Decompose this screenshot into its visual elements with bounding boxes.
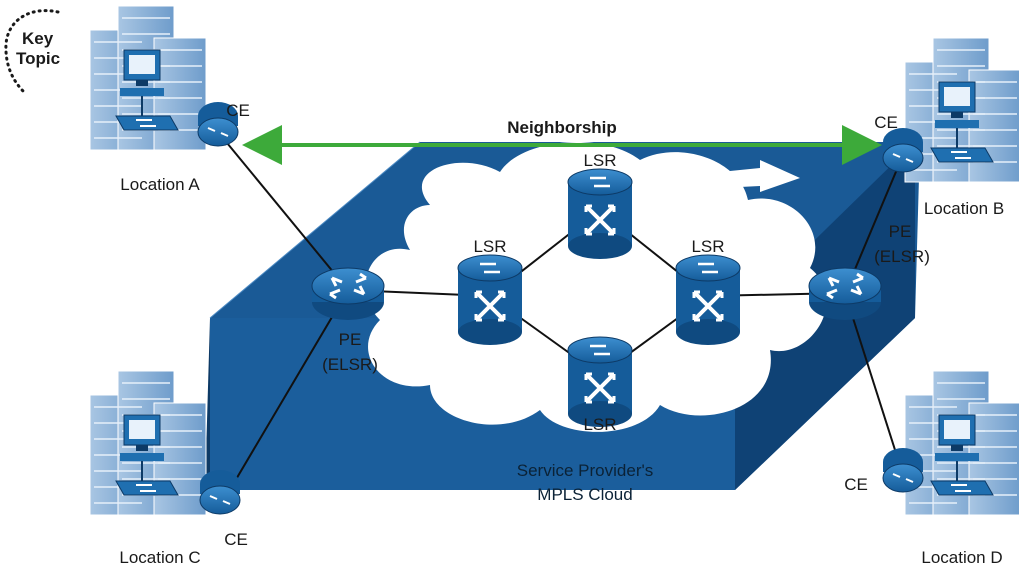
key-topic-badge: Key Topic	[4, 9, 60, 94]
key-topic-line2: Topic	[16, 49, 60, 68]
ce-router-b-icon	[882, 127, 924, 173]
lsr-right-label: LSR	[691, 237, 724, 256]
location-d-label: Location D	[921, 548, 1002, 567]
location-a-building-icon	[89, 5, 207, 151]
lsr-left-label: LSR	[473, 237, 506, 256]
link-pe-left-ce-c	[224, 289, 349, 499]
location-c-label: Location C	[119, 548, 200, 567]
location-d-building-icon	[904, 370, 1019, 516]
location-b-label: Location B	[924, 199, 1004, 218]
lsr-left-icon	[456, 253, 524, 347]
lsr-bottom-label: LSR	[583, 415, 616, 434]
pe-left-line1: PE	[339, 330, 362, 349]
pe-right-line2: (ELSR)	[874, 247, 930, 266]
location-a-label: Location A	[120, 175, 200, 194]
ce-c-label: CE	[224, 530, 248, 549]
location-c-building-icon	[89, 370, 207, 516]
lsr-right-icon	[674, 253, 742, 347]
link-pe-right-ce-d	[844, 292, 904, 476]
pe-left-line2: (ELSR)	[322, 355, 378, 374]
traffic-arrow-icon	[680, 160, 800, 192]
key-topic-line1: Key	[22, 29, 54, 48]
pe-router-left-icon	[310, 266, 386, 322]
cloud-label-line2: MPLS Cloud	[537, 485, 632, 504]
ce-d-label: CE	[844, 475, 868, 494]
lsr-bottom-icon	[566, 335, 634, 429]
lsr-top-label: LSR	[583, 151, 616, 170]
ce-router-c-icon	[199, 469, 241, 515]
pe-right-line1: PE	[889, 222, 912, 241]
ce-a-label: CE	[226, 101, 250, 120]
key-topic-dotted-arc-icon	[4, 9, 60, 94]
ce-router-d-icon	[882, 447, 924, 493]
cloud-label-line1: Service Provider's	[517, 461, 653, 480]
lsr-top-icon	[566, 167, 634, 261]
mpls-cloud	[365, 142, 827, 432]
pe-router-right-icon	[807, 266, 883, 322]
neighborship-label: Neighborship	[507, 118, 617, 137]
link-ce-a-pe-left	[217, 131, 349, 291]
ce-b-label: CE	[874, 113, 898, 132]
